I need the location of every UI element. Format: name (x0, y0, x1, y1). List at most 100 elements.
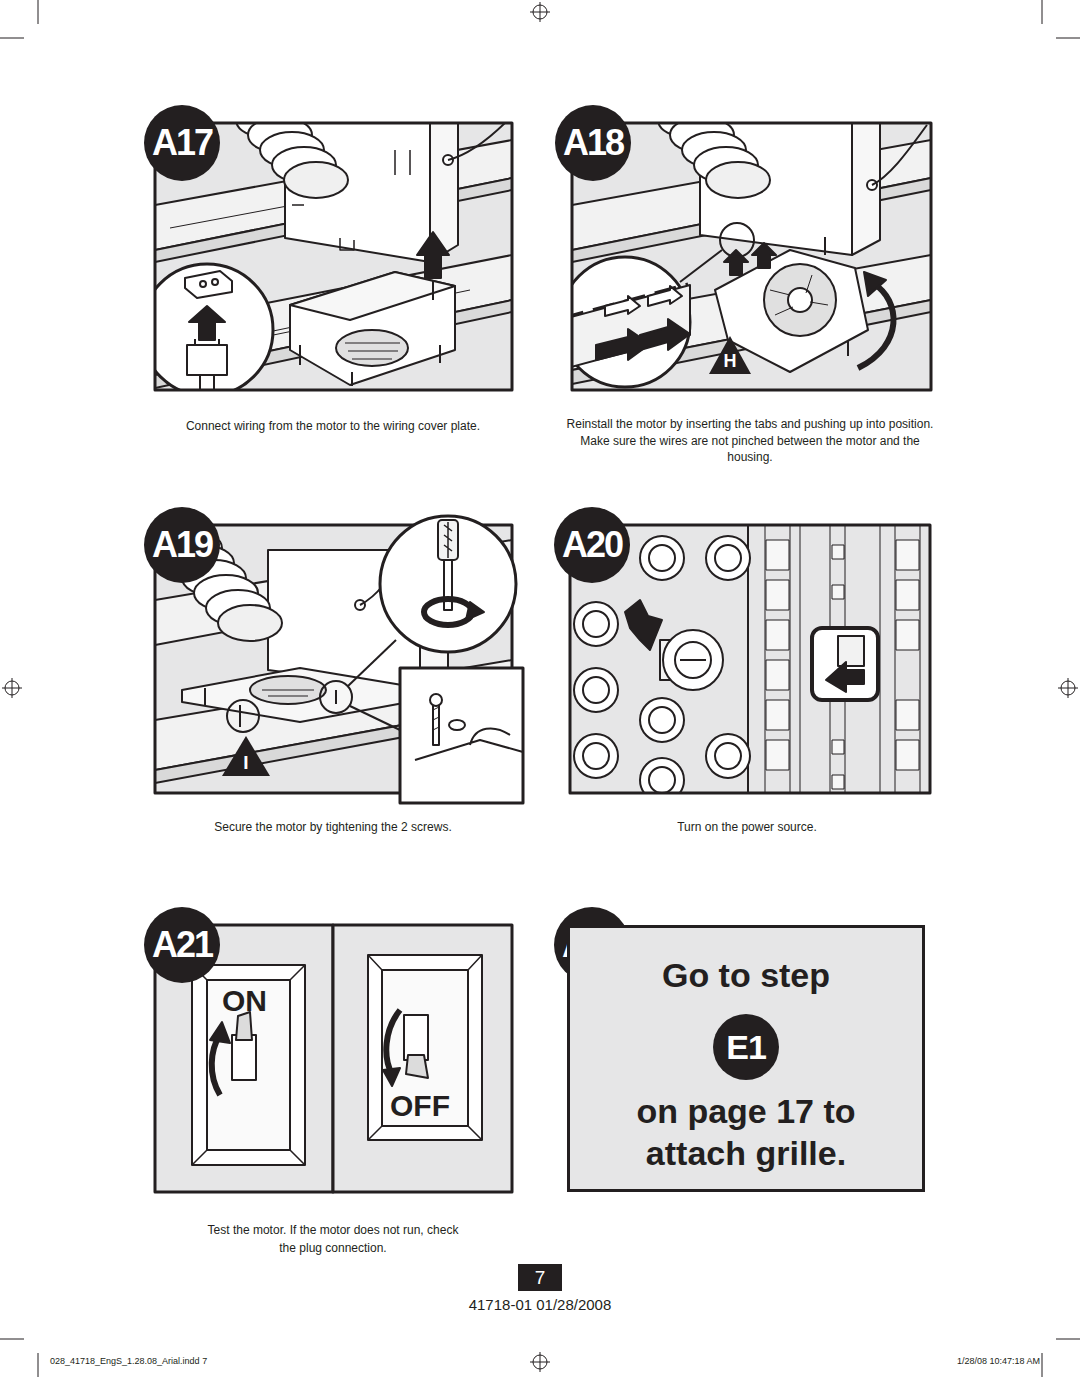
a18-illustration (872, 125, 927, 185)
registration-mark (2, 678, 22, 698)
switch-label: ON (222, 985, 292, 1017)
a18-illustration (572, 285, 690, 370)
step-caption: Turn on the power source. (567, 819, 927, 835)
a21-illustration (192, 965, 305, 1165)
a20-illustration (675, 642, 711, 678)
a18-illustration (640, 319, 690, 350)
instruction-box: Go to step on page 17 to attach grille. E1 (567, 925, 925, 1192)
a21-illustration (333, 925, 512, 1192)
a20-illustration (766, 540, 789, 770)
a20-illustration (765, 525, 920, 793)
a20-illustration (706, 734, 750, 778)
a21-illustration (192, 965, 305, 1165)
a17-illustration (432, 280, 434, 300)
step-circle: E1 (713, 1014, 779, 1080)
a18-illustration (764, 264, 836, 336)
step-caption: Test the motor. If the motor does not ru… (202, 1221, 464, 1257)
callout-triangle: H (709, 336, 751, 374)
a17-illustration (345, 343, 400, 359)
a18-illustration (858, 284, 894, 368)
step-number: A21 (152, 927, 212, 963)
a19-illustration (444, 560, 452, 610)
step-number: A17 (152, 125, 212, 161)
a19-illustration (350, 706, 400, 730)
registration-mark (1058, 678, 1078, 698)
a20-illustration (640, 758, 684, 793)
a20-illustration (649, 545, 675, 571)
a19-illustration (449, 720, 465, 730)
a17-illustration (300, 345, 440, 386)
a20-illustration (748, 525, 930, 793)
a19-illustration (466, 602, 484, 620)
a20-illustration (570, 525, 930, 802)
a20-illustration (680, 659, 706, 661)
a20-illustration (640, 698, 684, 742)
page-number: 7 (518, 1264, 562, 1291)
a19-illustration (239, 705, 241, 727)
file-footer: 028_41718_EngS_1.28.08_Arial.indd 7 (50, 1356, 310, 1367)
a17-illustration (448, 123, 508, 160)
a20-illustration (812, 628, 878, 700)
a21-illustration (386, 1010, 400, 1074)
a19-illustration (444, 522, 452, 558)
a21-illustration (368, 955, 482, 1140)
a20-illustration (583, 611, 609, 637)
a21-illustration (368, 955, 482, 1140)
step-number: A20 (562, 527, 622, 563)
callout-letter: I (222, 736, 270, 772)
a17-illustration (155, 264, 273, 390)
a18-illustration (788, 288, 812, 312)
a20-illustration (649, 767, 675, 793)
document-code: 41718-01 01/28/2008 (390, 1296, 690, 1314)
a20-illustration (715, 545, 741, 571)
a17-illustration (187, 345, 227, 375)
a18-illustration (770, 275, 828, 315)
a19-illustration (335, 690, 337, 704)
a19-illustration (250, 676, 326, 704)
a21-illustration (406, 1055, 428, 1078)
a19-illustration (218, 605, 282, 641)
a19-illustration (438, 520, 458, 560)
a20-illustration (826, 662, 864, 692)
instruction-text: Go to step (586, 954, 906, 996)
step-caption: Reinstall the motor by inserting the tab… (560, 416, 940, 466)
a18-illustration (572, 257, 690, 387)
page-number-text: 7 (535, 1268, 546, 1287)
a17-illustration (336, 330, 408, 366)
a18-illustration (752, 243, 776, 268)
callout-letter: H (709, 336, 751, 370)
instruction-text: on page 17 to attach grille. (586, 1090, 906, 1174)
registration-mark (530, 2, 550, 22)
a17-illustration (290, 272, 455, 385)
a18-illustration (605, 296, 640, 316)
a19-illustration (182, 668, 420, 722)
a19-illustration (433, 707, 439, 730)
a17-illustration (284, 162, 348, 198)
triangle-shape (222, 736, 270, 776)
a19-illustration (415, 728, 523, 760)
a18-illustration (720, 223, 754, 257)
a19-illustration (430, 694, 442, 706)
a17-illustration (195, 339, 219, 390)
a17-illustration (141, 102, 512, 396)
step-caption: Secure the motor by tightening the 2 scr… (153, 819, 513, 835)
a20-illustration (706, 536, 750, 580)
a18-illustration (572, 123, 931, 390)
a20-illustration (715, 743, 741, 769)
a18-illustration (825, 237, 848, 356)
a17-illustration (200, 281, 206, 287)
step-number: A19 (152, 527, 212, 563)
switch-label: OFF (390, 1090, 466, 1122)
a18-illustration (852, 123, 880, 255)
a17-illustration (189, 306, 225, 340)
a17-illustration (155, 123, 512, 390)
a17-illustration (212, 279, 218, 285)
a18-illustration (680, 250, 722, 282)
a20-illustration (583, 743, 609, 769)
a20-illustration (838, 636, 864, 666)
timestamp-footer: 1/28/08 10:47:18 AM (900, 1356, 1040, 1367)
a21-illustration (232, 1035, 256, 1080)
a20-illustration (649, 707, 675, 733)
